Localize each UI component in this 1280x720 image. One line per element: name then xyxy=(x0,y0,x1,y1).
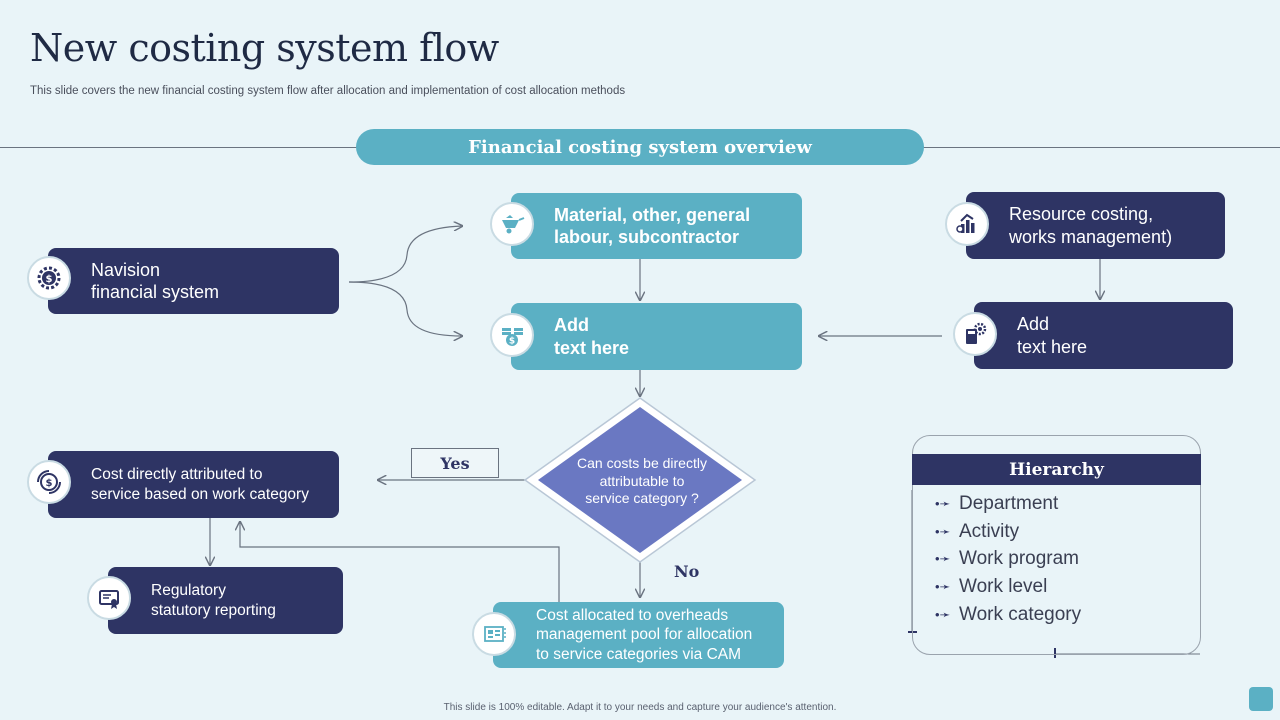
bullet-arrow-icon: •➛ xyxy=(935,495,951,511)
direct-box: Cost directly attributed to service base… xyxy=(48,451,339,518)
resource-box: Resource costing, works management) xyxy=(966,192,1225,259)
page-subtitle: This slide covers the new financial cost… xyxy=(30,85,626,97)
decision-diamond xyxy=(538,407,742,553)
bullet-arrow-icon: •➛ xyxy=(935,551,951,567)
bullet-arrow-icon: •➛ xyxy=(935,579,951,595)
hierarchy-item-label: Work category xyxy=(959,604,1082,626)
bar-chart-icon xyxy=(945,202,989,246)
corner-square xyxy=(1249,687,1273,711)
navision-box: Navision financial system xyxy=(48,248,339,314)
hierarchy-item-label: Department xyxy=(959,492,1059,514)
wheelbarrow-icon xyxy=(490,202,534,246)
yes-label: Yes xyxy=(440,453,470,473)
dollar-gear-icon: $ xyxy=(27,256,71,300)
bullet-arrow-icon: •➛ xyxy=(935,523,951,539)
hierarchy-frame xyxy=(912,435,1201,655)
hierarchy-item-label: Activity xyxy=(959,520,1020,542)
regulatory-label: Regulatory statutory reporting xyxy=(151,582,276,619)
hierarchy-item: •➛ Work level xyxy=(935,573,1081,601)
dashboard-icon xyxy=(472,612,516,656)
navision-label: Navision financial system xyxy=(91,259,220,303)
add-right-label: Add text here xyxy=(1017,314,1088,357)
regulatory-box: Regulatory statutory reporting xyxy=(108,567,343,634)
no-label: No xyxy=(674,562,700,581)
add-center-label: Add text here xyxy=(554,315,630,358)
overheads-box: Cost allocated to overheads management p… xyxy=(493,602,784,668)
overheads-label: Cost allocated to overheads management p… xyxy=(536,606,753,663)
bullet-arrow-icon: •➛ xyxy=(935,607,951,623)
material-label: Material, other, general labour, subcont… xyxy=(554,204,751,248)
hierarchy-item: •➛ Activity xyxy=(935,518,1081,546)
svg-text:$: $ xyxy=(46,478,53,489)
hierarchy-title: Hierarchy xyxy=(1009,459,1104,480)
add-right-box: Add text here xyxy=(974,302,1233,369)
hierarchy-item-label: Work program xyxy=(959,548,1080,570)
hierarchy-item: •➛ Work category xyxy=(935,601,1081,629)
dollar-target-icon: $ xyxy=(27,460,71,504)
svg-text:$: $ xyxy=(509,337,515,347)
overview-banner: Financial costing system overview xyxy=(356,129,924,165)
money-stack-icon: $ xyxy=(490,313,534,357)
connector-navision-material xyxy=(348,226,462,283)
hierarchy-item-label: Work level xyxy=(959,576,1048,598)
decision-label: Can costs be directly attributable to se… xyxy=(577,455,707,506)
hierarchy-item: •➛ Department xyxy=(935,490,1081,518)
svg-text:$: $ xyxy=(46,274,53,285)
certificate-icon xyxy=(87,576,131,620)
yes-label-box: Yes xyxy=(411,448,499,478)
material-box: Material, other, general labour, subcont… xyxy=(511,193,802,259)
direct-label: Cost directly attributed to service base… xyxy=(91,466,309,503)
footer-note: This slide is 100% editable. Adapt it to… xyxy=(443,702,837,713)
connector-overheads-direct xyxy=(240,522,560,602)
add-center-box: Add text here xyxy=(511,303,802,370)
overview-banner-label: Financial costing system overview xyxy=(468,136,812,158)
hierarchy-list: •➛ Department •➛ Activity •➛ Work program •… xyxy=(935,490,1081,629)
connector-navision-add xyxy=(348,281,462,336)
calculator-gear-icon xyxy=(953,312,997,356)
hierarchy-item: •➛ Work program xyxy=(935,546,1081,574)
hierarchy-header: Hierarchy xyxy=(912,454,1201,485)
page-title: New costing system flow xyxy=(30,26,499,70)
resource-label: Resource costing, works management) xyxy=(1009,204,1173,247)
